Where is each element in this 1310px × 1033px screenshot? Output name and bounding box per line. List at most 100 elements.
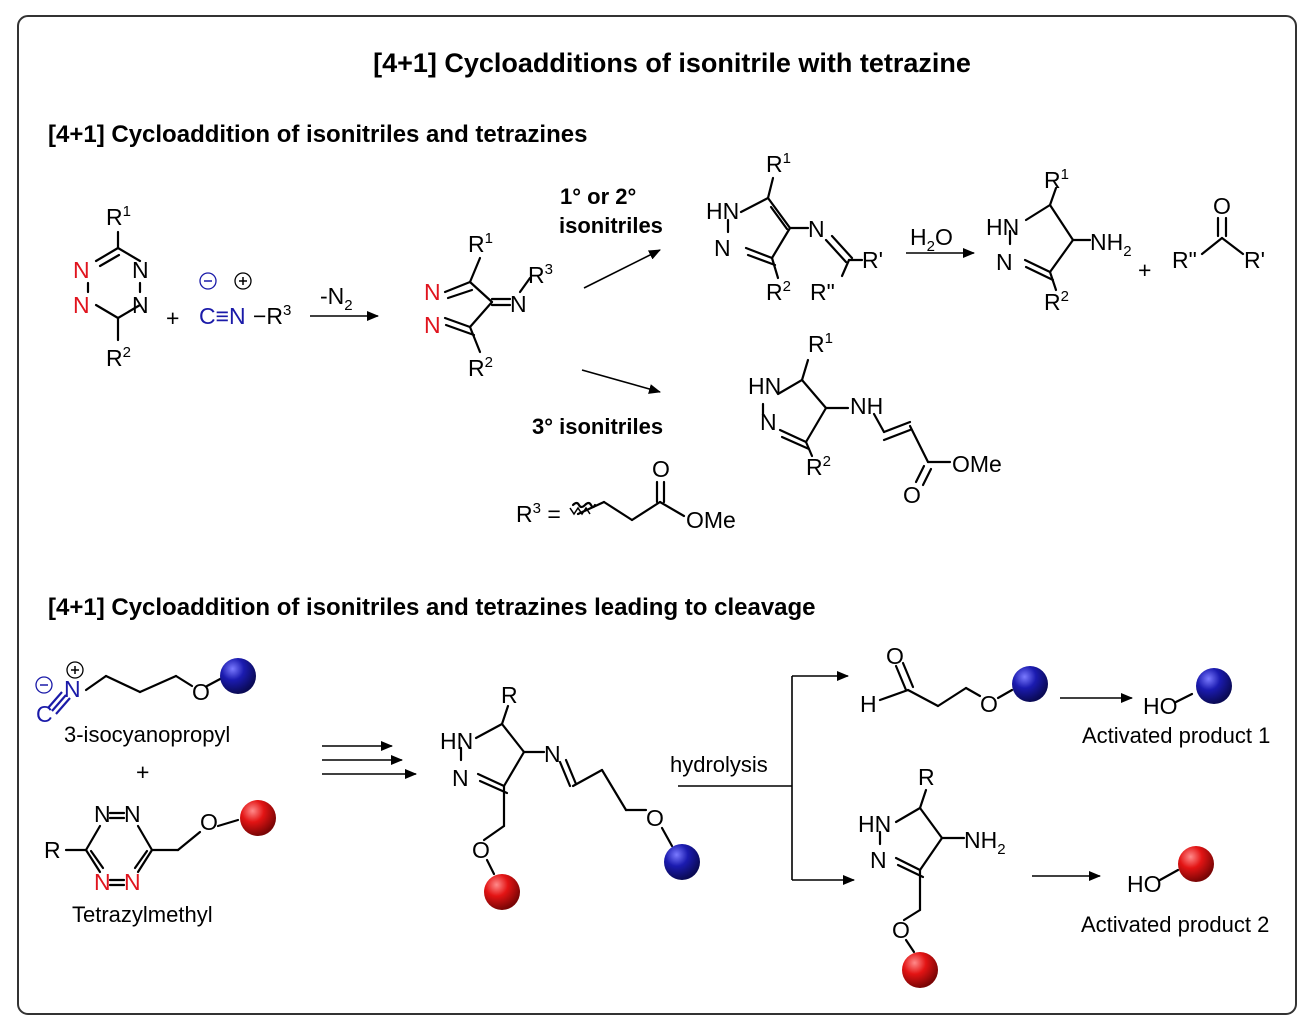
svg-text:HO: HO xyxy=(1127,871,1162,897)
svg-text:R1: R1 xyxy=(468,230,493,257)
cond-12-isonitriles-line2: isonitriles xyxy=(559,213,663,238)
svg-text:R1: R1 xyxy=(106,203,131,230)
hydrolysis-label: hydrolysis xyxy=(670,752,768,777)
svg-text:R1: R1 xyxy=(766,150,791,177)
n2-loss-label: -N2 xyxy=(320,283,353,314)
svg-text:−R3: −R3 xyxy=(253,302,291,329)
svg-text:R: R xyxy=(44,837,61,863)
svg-text:N: N xyxy=(73,292,90,318)
svg-text:R2: R2 xyxy=(806,453,831,480)
svg-text:N: N xyxy=(808,216,825,242)
svg-text:R": R" xyxy=(810,279,835,305)
tetrazine-reactant: R1 N N N N R2 xyxy=(73,203,149,371)
svg-text:O: O xyxy=(886,643,904,669)
svg-text:R2: R2 xyxy=(766,278,791,305)
svg-text:N: N xyxy=(64,676,81,702)
svg-text:O: O xyxy=(472,837,490,863)
svg-text:HN: HN xyxy=(706,198,739,224)
h2o-label: H2O xyxy=(910,224,953,255)
aldehyde-fragment: O H O xyxy=(860,643,1048,717)
svg-text:N: N xyxy=(452,765,469,791)
svg-text:R3: R3 xyxy=(528,261,553,288)
svg-text:N: N xyxy=(132,257,149,283)
svg-text:R": R" xyxy=(1172,247,1197,273)
aminopyrazoline-product: HN N R1 R2 NH2 xyxy=(986,166,1132,315)
svg-text:N: N xyxy=(714,235,731,261)
isocyanopropyl-label: 3-isocyanopropyl xyxy=(64,722,230,747)
svg-text:NH2: NH2 xyxy=(1090,229,1132,260)
activated-product-2: HO xyxy=(1127,846,1214,897)
svg-text:R': R' xyxy=(862,247,883,273)
svg-text:HN: HN xyxy=(986,214,1019,240)
conjugate-intermediate: R HN N N O O xyxy=(440,682,700,910)
svg-text:N: N xyxy=(544,741,561,767)
svg-text:HN: HN xyxy=(440,728,473,754)
svg-text:R': R' xyxy=(1244,247,1265,273)
svg-text:O: O xyxy=(980,691,998,717)
section1-heading: [4+1] Cycloaddition of isonitriles and t… xyxy=(48,121,587,148)
svg-text:NH2: NH2 xyxy=(964,827,1006,858)
svg-text:R1: R1 xyxy=(1044,166,1069,193)
svg-text:R: R xyxy=(918,764,935,790)
svg-text:O: O xyxy=(192,679,210,705)
svg-text:C≡N: C≡N xyxy=(199,303,246,329)
hydrolysis-branch xyxy=(678,671,855,885)
svg-text:N: N xyxy=(132,292,149,318)
svg-text:O: O xyxy=(200,809,218,835)
enamine-product: HN N R1 R2 NH OMe O xyxy=(748,330,1002,508)
multistep-arrows xyxy=(322,741,417,779)
arrow-to-3-isonitrile xyxy=(581,369,661,394)
frame-border xyxy=(17,15,1297,1015)
svg-text:N: N xyxy=(760,409,777,435)
svg-text:R: R xyxy=(501,682,518,708)
cond-3-isonitriles: 3° isonitriles xyxy=(532,414,663,439)
pyrazole-imine-intermediate: N N N R1 R2 R3 xyxy=(424,230,553,381)
svg-text:H: H xyxy=(860,691,877,717)
activated-product-1: HO xyxy=(1143,668,1232,719)
r3-definition: R3 = O OMe xyxy=(516,456,736,533)
svg-text:R2: R2 xyxy=(468,354,493,381)
svg-text:N: N xyxy=(124,869,141,895)
red-payload-ball xyxy=(240,800,276,836)
cond-12-isonitriles: 1° or 2° xyxy=(560,184,636,209)
svg-text:O: O xyxy=(892,917,910,943)
svg-text:HN: HN xyxy=(748,373,781,399)
svg-text:R2: R2 xyxy=(106,344,131,371)
svg-text:O: O xyxy=(1213,193,1231,219)
plus-sign-2: + xyxy=(1138,257,1151,283)
arrow-to-12-isonitrile xyxy=(583,249,661,289)
isonitrile-reactant: C≡N −R3 xyxy=(199,272,291,329)
svg-text:R3 =: R3 = xyxy=(516,500,561,527)
svg-text:N: N xyxy=(424,312,441,338)
svg-text:N: N xyxy=(94,801,111,827)
section2-heading: [4+1] Cycloaddition of isonitriles and t… xyxy=(48,594,816,621)
svg-text:N: N xyxy=(73,257,90,283)
svg-text:O: O xyxy=(903,482,921,508)
svg-text:N: N xyxy=(870,847,887,873)
svg-text:NH: NH xyxy=(850,393,883,419)
blue-payload-ball xyxy=(220,658,256,694)
plus-sign-3: + xyxy=(136,759,149,785)
plus-sign: + xyxy=(166,305,179,331)
svg-text:O: O xyxy=(646,805,664,831)
svg-text:C: C xyxy=(36,701,53,727)
pyrazole-imine-product: HN N N R1 R2 R" R' xyxy=(706,150,883,305)
product1-label: Activated product 1 xyxy=(1082,723,1270,748)
aminopyrazoline-fragment: R HN N NH2 O xyxy=(858,764,1006,988)
svg-text:HO: HO xyxy=(1143,693,1178,719)
svg-text:OMe: OMe xyxy=(952,451,1002,477)
svg-text:R2: R2 xyxy=(1044,288,1069,315)
product2-label: Activated product 2 xyxy=(1081,912,1269,937)
svg-text:HN: HN xyxy=(858,811,891,837)
tetrazylmethyl-label: Tetrazylmethyl xyxy=(72,902,213,927)
scheme-title: [4+1] Cycloadditions of isonitrile with … xyxy=(373,48,971,78)
svg-text:N: N xyxy=(94,869,111,895)
svg-text:N: N xyxy=(510,291,527,317)
svg-text:O: O xyxy=(652,456,670,482)
svg-text:N: N xyxy=(124,801,141,827)
isocyanopropyl-reagent: N C O xyxy=(35,658,256,727)
svg-text:N: N xyxy=(996,249,1013,275)
ketone-product: O R" R' xyxy=(1172,193,1265,273)
svg-text:R1: R1 xyxy=(808,330,833,357)
